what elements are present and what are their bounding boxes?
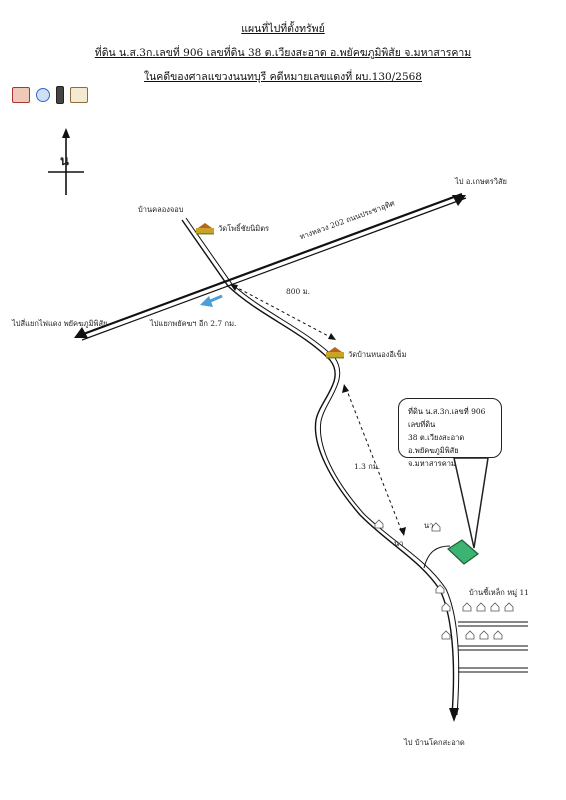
to-khok-sa-at-label: ไป บ้านโคกสะอาด: [404, 738, 465, 747]
to-junction-label: ไปแยกพยัคฆฯ อีก 2.7 กม.: [150, 319, 237, 328]
emblem-logo-icon: [56, 86, 64, 104]
distance-13km-label: 1.3 กม.: [354, 462, 381, 471]
temple-icon: [196, 223, 214, 235]
distance-800m-label: 800 ม.: [286, 287, 311, 296]
temple-icon: [326, 347, 344, 359]
callout-line-1: ที่ดิน น.ส.3ก.เลขที่ 906 เลขที่ดิน: [408, 407, 486, 429]
property-parcel: [447, 539, 479, 565]
distance-13km-marker: [342, 384, 406, 536]
agency-logos: [12, 86, 88, 104]
wat-pho-chai-label: วัดโพธิ์ชัยนิมิตร: [218, 224, 270, 233]
distance-800m-marker: [230, 284, 336, 340]
property-description: ที่ดิน น.ส.3ก.เลขที่ 906 เลขที่ดิน 38 ต.…: [94, 47, 472, 59]
callout-line-2: 38 ต.เวียงสะอาด อ.พยัคฆภูมิพิสัย: [408, 433, 465, 455]
to-kaset-wisai-label: ไป อ.เกษตรวิสัย: [455, 177, 507, 186]
case-reference: ในคดีของศาลแขวงนนทบุรี คดีหมายเลขแดงที่ …: [143, 71, 422, 83]
map-title: แผนที่ไปที่ตั้งทรัพย์: [241, 23, 325, 35]
callout-line-3: จ.มหาสารคาม: [408, 459, 456, 468]
to-traffic-lights-label: ไปสี่แยกไฟแดง พยัคฆภูมิพิสัย: [12, 319, 108, 328]
wat-nong-ee-chom-label: วัดบ้านหนองอีเข็ม: [348, 350, 407, 359]
house-icons: [374, 519, 514, 640]
court-logo-icon: [12, 87, 30, 103]
rice-field-label: นา: [424, 521, 434, 530]
ban-khlong-chop-label: บ้านคลองจอบ: [138, 205, 184, 214]
north-arrow-icon: [48, 128, 84, 195]
rice-field-label-2: นา: [394, 539, 404, 548]
ban-chi-lek-label: บ้านชี้เหล็ก หมู่ 11: [469, 588, 530, 597]
highway-202-road: [74, 192, 467, 341]
north-label: น: [60, 154, 69, 169]
property-callout: ที่ดิน น.ส.3ก.เลขที่ 906 เลขที่ดิน 38 ต.…: [398, 398, 502, 468]
agency-circle-logo-icon: [36, 88, 50, 102]
south-arrowhead-icon: [449, 708, 459, 722]
direction-arrow-icon: [200, 294, 223, 307]
building-logo-icon: [70, 87, 88, 103]
